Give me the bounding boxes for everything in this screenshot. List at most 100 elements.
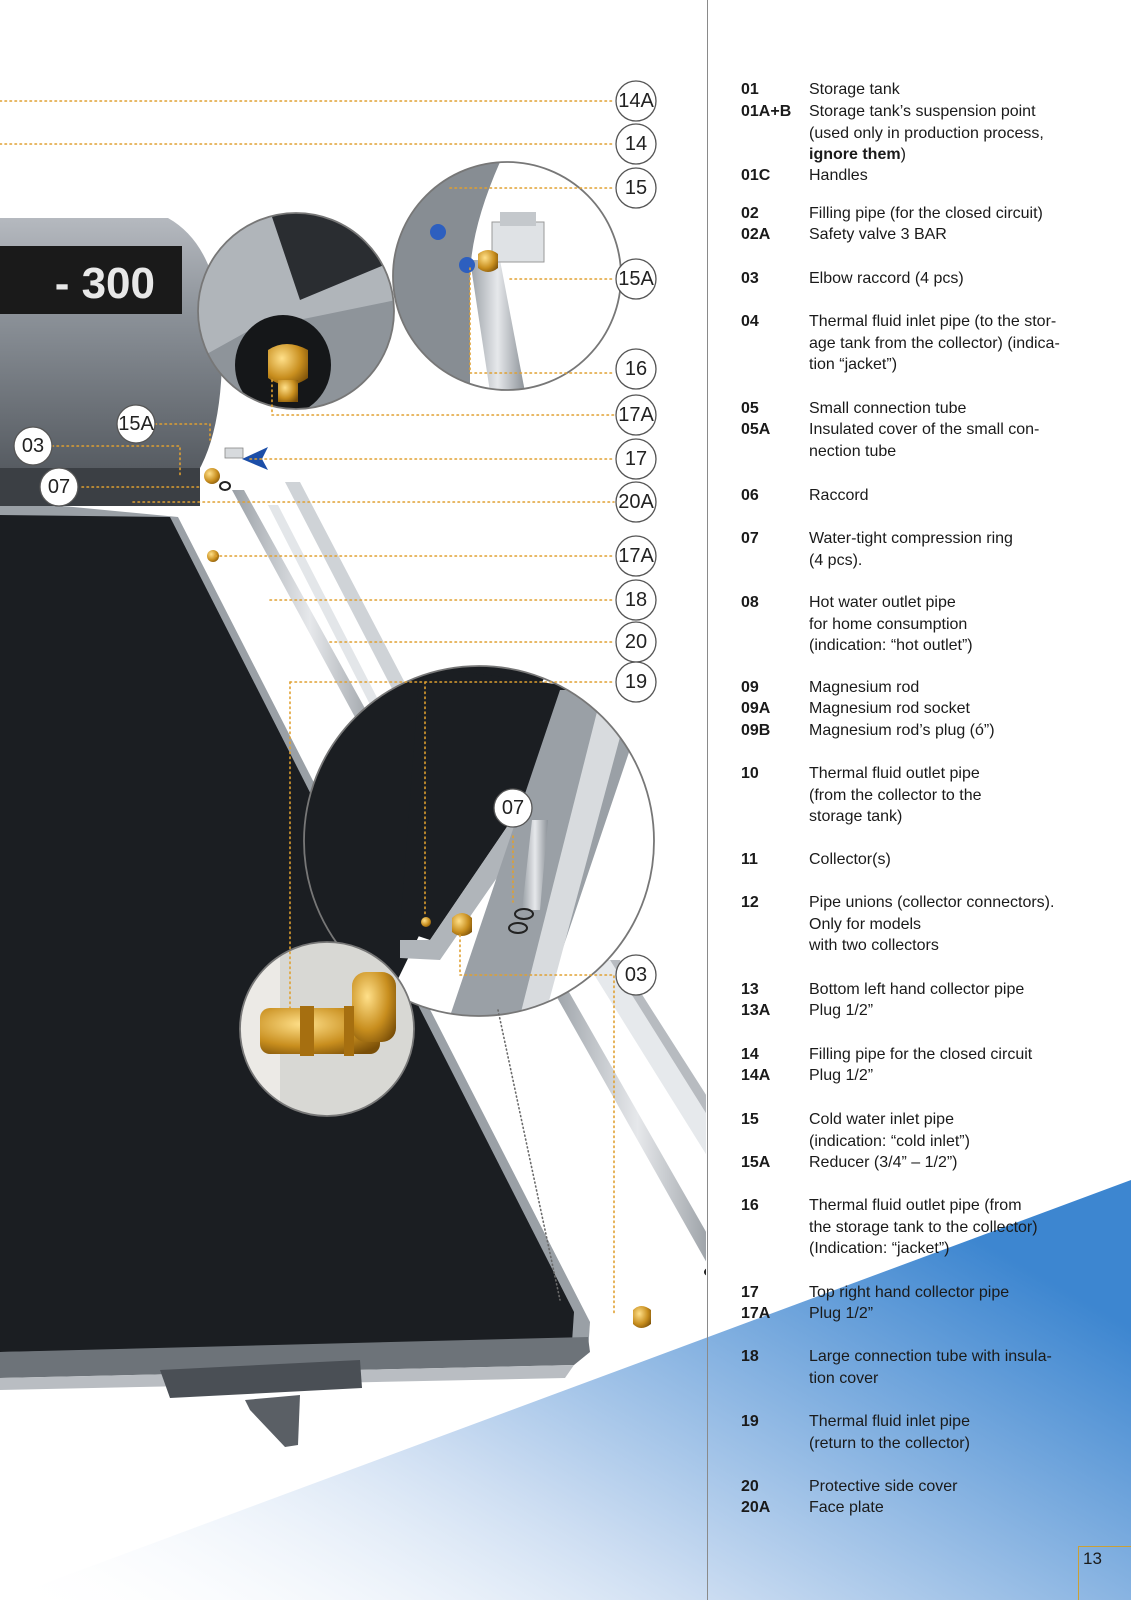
legend-code: 15A xyxy=(741,1154,771,1171)
legend-code: 02 xyxy=(741,205,759,222)
legend-description-line: tion cover xyxy=(809,1369,879,1387)
callout-07-left: 07 xyxy=(39,467,79,507)
legend-description-line: the storage tank to the collector) xyxy=(809,1218,1038,1236)
legend-description-line: (4 pcs). xyxy=(809,551,863,569)
svg-text:14A: 14A xyxy=(618,90,654,112)
legend-description: Elbow raccord (4 pcs) xyxy=(809,270,964,287)
legend-code: 01C xyxy=(741,167,771,184)
svg-text:20A: 20A xyxy=(618,491,654,513)
legend-code: 05A xyxy=(741,421,771,438)
callout-20a: 20A xyxy=(615,481,657,523)
svg-text:15: 15 xyxy=(625,177,647,199)
zoom-detail-safety-valve xyxy=(392,161,622,391)
legend-code: 03 xyxy=(741,270,759,287)
legend-description-line: Pipe unions (collector connectors). xyxy=(809,894,1055,911)
svg-text:19: 19 xyxy=(625,671,647,693)
svg-text:18: 18 xyxy=(625,589,647,611)
svg-text:07: 07 xyxy=(502,797,524,819)
legend-description-line: Thermal fluid outlet pipe (from xyxy=(809,1197,1022,1214)
legend-description-line: tion “jacket”) xyxy=(809,356,898,373)
legend-description: Collector(s) xyxy=(809,851,891,868)
legend-description: Cold water inlet pipe (indication: “cold … xyxy=(809,1109,1119,1152)
legend-description-line: (from the collector to the xyxy=(809,786,982,804)
legend-code: 11 xyxy=(741,851,758,868)
svg-text:15A: 15A xyxy=(118,413,154,435)
legend-code: 08 xyxy=(741,594,759,611)
legend-description-line: with two collectors xyxy=(809,937,939,954)
legend-code: 07 xyxy=(741,530,759,547)
legend-code: 16 xyxy=(741,1197,759,1214)
legend-code: 13 xyxy=(741,981,759,998)
legend-code: 18 xyxy=(741,1348,759,1365)
legend-description: Water-tight compression ring (4 pcs). xyxy=(809,528,1119,571)
legend-description-line: storage tank) xyxy=(809,808,903,825)
legend-code: 01 xyxy=(741,81,759,98)
callout-19: 19 xyxy=(615,661,657,703)
legend-description: Pipe unions (collector connectors).Only … xyxy=(809,892,1119,957)
exploded-assembly-illustration: - 300 xyxy=(0,80,706,1447)
callout-15a: 15A xyxy=(615,258,657,300)
callout-17a-top: 17A xyxy=(615,394,657,436)
legend-code: 09B xyxy=(741,722,771,739)
svg-text:03: 03 xyxy=(22,435,44,457)
legend-description: Magnesium rod’s plug (ó”) xyxy=(809,722,995,739)
legend-description-line: Cold water inlet pipe xyxy=(809,1111,954,1128)
page-number-box: 13 xyxy=(1078,1546,1131,1600)
legend-description: Magnesium rod socket xyxy=(809,700,970,717)
legend-description: Top right hand collector pipe xyxy=(809,1284,1010,1301)
svg-text:16: 16 xyxy=(625,358,647,380)
legend-description-line: age tank from the collector) (indica- xyxy=(809,334,1060,352)
legend-description: Filling pipe (for the closed circuit) xyxy=(809,205,1043,222)
svg-text:14: 14 xyxy=(625,133,647,155)
collector-panel xyxy=(0,500,590,1447)
legend-description-line: (indication: “cold inlet”) xyxy=(809,1132,970,1150)
legend-code: 10 xyxy=(741,765,759,782)
legend-code: 02A xyxy=(741,226,771,243)
legend-description-line: nection tube xyxy=(809,442,897,460)
legend-code: 05 xyxy=(741,400,759,417)
zoom-detail-valve xyxy=(197,212,395,410)
legend-description: Large connection tube with insula-tion c… xyxy=(809,1346,1119,1389)
legend-description-tail: ) xyxy=(900,146,906,163)
legend-description-line: for home consumption xyxy=(809,615,968,633)
legend-code: 09 xyxy=(741,679,759,696)
svg-text:17: 17 xyxy=(625,448,647,470)
legend-description: Handles xyxy=(809,167,868,184)
svg-text:07: 07 xyxy=(48,476,70,498)
svg-text:15A: 15A xyxy=(618,268,654,290)
page-number: 13 xyxy=(1083,1549,1102,1568)
callout-20: 20 xyxy=(615,621,657,663)
legend-code: 12 xyxy=(741,894,759,911)
legend-description-line: Large connection tube with insula- xyxy=(809,1348,1052,1365)
legend-description: Storage tank’s suspension point(used onl… xyxy=(809,101,1119,166)
legend-code: 20 xyxy=(741,1478,759,1495)
legend-description: Plug 1/2” xyxy=(809,1067,874,1084)
legend-description: Small connection tube xyxy=(809,400,967,417)
legend-description-line: (Indication: “jacket”) xyxy=(809,1240,950,1257)
callout-17: 17 xyxy=(615,438,657,480)
leader-lines xyxy=(0,100,615,1315)
legend-description: Protective side cover xyxy=(809,1478,958,1495)
svg-text:17A: 17A xyxy=(618,545,654,567)
callout-14: 14 xyxy=(615,123,657,165)
legend-description: Insulated cover of the small con-nection… xyxy=(809,419,1119,462)
callout-18: 18 xyxy=(615,579,657,621)
legend-description-line: Water-tight compression ring xyxy=(809,530,1013,547)
legend-code: 06 xyxy=(741,487,759,504)
legend-description: Thermal fluid outlet pipe (from the stora… xyxy=(809,1195,1119,1260)
legend-description-line: Thermal fluid outlet pipe xyxy=(809,765,980,782)
legend-description-line: Storage tank’s suspension point xyxy=(809,103,1036,120)
callout-17a-bottom: 17A xyxy=(615,535,657,577)
column-divider xyxy=(707,0,708,1600)
legend-description: Reducer (3/4” – 1/2”) xyxy=(809,1154,958,1171)
legend-code: 19 xyxy=(741,1413,759,1430)
legend-code: 17A xyxy=(741,1305,771,1322)
callout-15: 15 xyxy=(615,167,657,209)
callout-03-right: 03 xyxy=(615,954,657,996)
legend-description: Filling pipe for the closed circuit xyxy=(809,1046,1033,1063)
legend-description: Magnesium rod xyxy=(809,679,920,696)
legend-description-line: Insulated cover of the small con- xyxy=(809,421,1040,438)
